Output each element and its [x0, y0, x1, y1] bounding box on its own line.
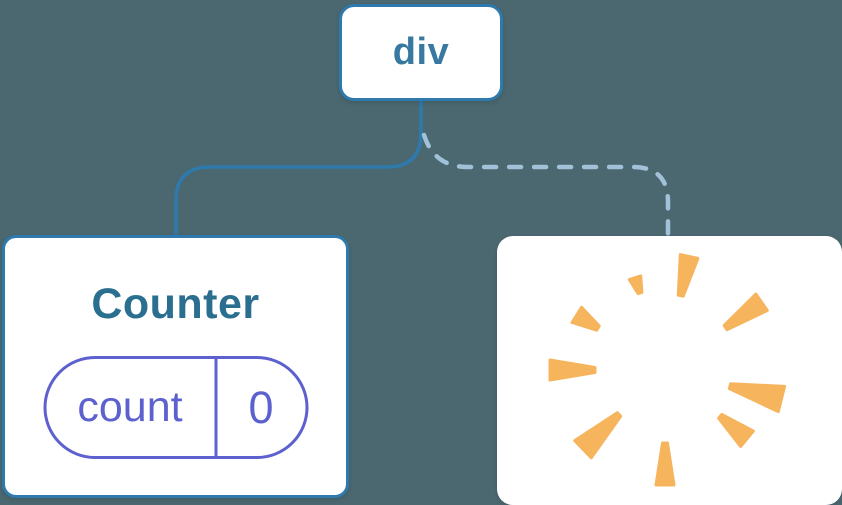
poof-ray: [627, 274, 644, 296]
poof-ray: [548, 358, 597, 382]
poof-ray: [573, 411, 623, 460]
poof-ray: [727, 382, 787, 414]
poof-ray: [570, 305, 601, 332]
poof-burst-icon: [548, 253, 787, 487]
counter-component-title: Counter: [91, 280, 260, 328]
state-key-label: count: [77, 383, 183, 431]
state-key-cell: count: [46, 359, 217, 456]
poof-ray: [717, 412, 755, 448]
root-node-label: div: [392, 31, 450, 73]
connector-solid-line: [174, 99, 423, 237]
state-value-cell: 0: [217, 359, 305, 456]
tree-node-counter: Counter count 0: [2, 235, 349, 498]
state-value-label: 0: [248, 381, 274, 433]
poof-ray: [654, 441, 676, 487]
tree-node-removed: [497, 236, 842, 505]
connector-dashed-line: [421, 132, 671, 238]
poof-ray: [722, 292, 769, 332]
tree-node-root: div: [339, 4, 503, 101]
poof-ray: [676, 253, 700, 298]
state-pill: count 0: [43, 356, 308, 459]
